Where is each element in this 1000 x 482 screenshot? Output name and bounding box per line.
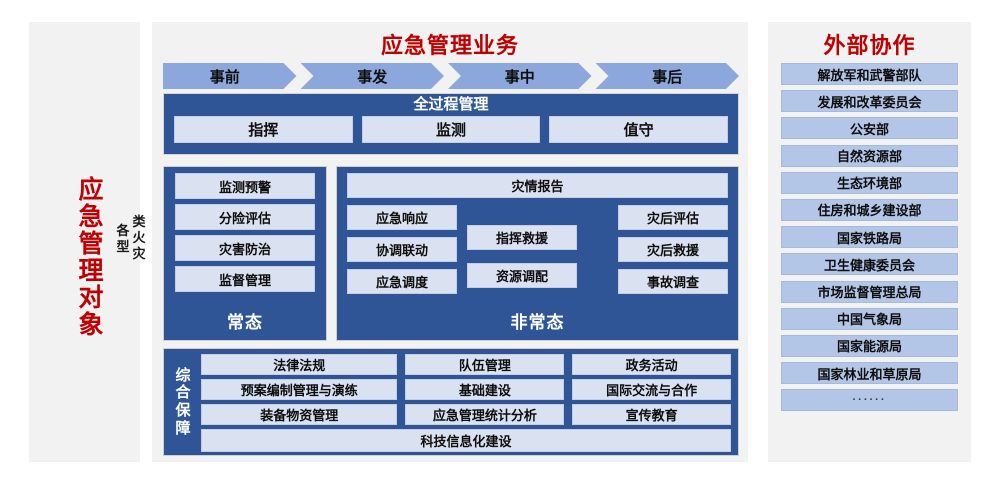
support-item-infrastructure[interactable]: 基础建设 bbox=[405, 379, 565, 400]
abnormal-column-2: 指挥救援 资源调配 bbox=[467, 218, 577, 294]
disaster-type-char: 类 bbox=[132, 214, 146, 229]
abnormal-item-resource-allocation[interactable]: 资源调配 bbox=[467, 262, 577, 288]
abnormal-item-accident-investigation[interactable]: 事故调查 bbox=[618, 269, 728, 294]
abnormal-state-block: 灾情报告 应急响应 协调联动 应急调度 指挥救援 资源调配 灾后评估 灾后救援 … bbox=[336, 166, 739, 341]
normal-item-supervision[interactable]: 监督管理 bbox=[175, 266, 315, 292]
emergency-business-title: 应急管理业务 bbox=[380, 33, 519, 58]
abnormal-item-coordination[interactable]: 协调联动 bbox=[347, 237, 457, 262]
phase-label: 事发 bbox=[357, 68, 388, 86]
support-item-international-cooperation[interactable]: 国际交流与合作 bbox=[572, 379, 732, 400]
support-item-equipment-materials[interactable]: 装备物资管理 bbox=[201, 404, 398, 425]
disaster-type-char: 各 bbox=[116, 223, 130, 238]
phase-chevron-onset[interactable]: 事发 bbox=[301, 63, 445, 89]
ext-item-pla-armed-police[interactable]: 解放军和武警部队 bbox=[781, 63, 958, 85]
ext-item-forestry-grassland[interactable]: 国家林业和草原局 bbox=[781, 362, 958, 385]
ext-item-energy-administration[interactable]: 国家能源局 bbox=[781, 334, 958, 357]
abnormal-top-row: 灾情报告 bbox=[347, 173, 728, 198]
phase-label: 事中 bbox=[504, 68, 535, 86]
subject-title-char: 急 bbox=[78, 203, 104, 231]
phase-chevron-after[interactable]: 事后 bbox=[596, 63, 740, 89]
disaster-type-label: 类 火 灾 各 型 bbox=[115, 214, 147, 262]
abnormal-state-label: 非常态 bbox=[510, 313, 565, 332]
normal-item-monitoring-warning[interactable]: 监测预警 bbox=[175, 173, 315, 199]
support-row: 预案编制管理与演练 基础建设 国际交流与合作 bbox=[201, 379, 732, 400]
emergency-subject-title: 应 急 管 理 对 象 bbox=[71, 177, 111, 339]
support-label-char: 保 bbox=[175, 402, 191, 419]
disaster-type-col-left: 各 型 bbox=[115, 214, 131, 262]
external-collaboration-title: 外部协作 bbox=[823, 33, 916, 58]
comprehensive-support-grid: 法律法规 队伍管理 政务活动 预案编制管理与演练 基础建设 国际交流与合作 装备… bbox=[198, 349, 738, 455]
support-item-statistical-analysis[interactable]: 应急管理统计分析 bbox=[405, 404, 565, 425]
disaster-type-char: 火 bbox=[132, 229, 146, 245]
phase-chevron-before[interactable]: 事前 bbox=[163, 63, 297, 89]
support-item-team-management[interactable]: 队伍管理 bbox=[405, 354, 565, 375]
comprehensive-support-block: 综 合 保 障 法律法规 队伍管理 政务活动 预案编制管理与演练 基础建设 国际… bbox=[163, 348, 739, 456]
ext-item-housing-urban-rural[interactable]: 住房和城乡建设部 bbox=[781, 198, 958, 221]
normal-item-risk-assessment[interactable]: 分险评估 bbox=[175, 204, 315, 230]
ext-item-meteorological[interactable]: 中国气象局 bbox=[781, 307, 958, 330]
subject-title-char: 理 bbox=[78, 257, 104, 285]
support-item-informatization[interactable]: 科技信息化建设 bbox=[201, 429, 731, 452]
abnormal-column-3: 灾后评估 灾后救援 事故调查 bbox=[618, 205, 728, 294]
support-item-plan-drill[interactable]: 预案编制管理与演练 bbox=[201, 379, 398, 400]
abnormal-item-post-assessment[interactable]: 灾后评估 bbox=[618, 205, 728, 230]
phase-label: 事后 bbox=[652, 68, 683, 86]
abnormal-item-disaster-report[interactable]: 灾情报告 bbox=[347, 173, 728, 198]
process-item-duty[interactable]: 值守 bbox=[549, 116, 729, 143]
phase-chevron-during[interactable]: 事中 bbox=[448, 63, 592, 89]
ext-item-railway-administration[interactable]: 国家铁路局 bbox=[781, 226, 958, 249]
disaster-type-col-right: 类 火 灾 bbox=[131, 214, 147, 262]
ext-item-ndrc[interactable]: 发展和改革委员会 bbox=[781, 90, 958, 113]
ext-item-health-commission[interactable]: 卫生健康委员会 bbox=[781, 253, 958, 276]
abnormal-item-emergency-dispatch[interactable]: 应急调度 bbox=[347, 269, 457, 294]
phase-label: 事前 bbox=[209, 68, 240, 86]
ext-item-market-regulation[interactable]: 市场监督管理总局 bbox=[781, 280, 958, 303]
comprehensive-support-label: 综 合 保 障 bbox=[164, 349, 198, 455]
support-item-publicity-education[interactable]: 宣传教育 bbox=[572, 404, 732, 425]
whole-process-header: 全过程管理 bbox=[413, 96, 489, 113]
normal-state-block: 监测预警 分险评估 灾害防治 监督管理 常态 bbox=[163, 166, 327, 341]
support-row: 法律法规 队伍管理 政务活动 bbox=[201, 354, 732, 375]
normal-item-disaster-prevention[interactable]: 灾害防治 bbox=[175, 235, 315, 261]
support-item-laws-regulations[interactable]: 法律法规 bbox=[201, 354, 398, 375]
abnormal-item-emergency-response[interactable]: 应急响应 bbox=[347, 205, 457, 230]
process-item-monitoring[interactable]: 监测 bbox=[361, 116, 541, 143]
support-label-char: 合 bbox=[175, 384, 191, 402]
support-label-char: 障 bbox=[175, 419, 191, 437]
external-collaboration-list: 解放军和武警部队 发展和改革委员会 公安部 自然资源部 生态环境部 住房和城乡建… bbox=[781, 63, 958, 412]
subject-title-char: 对 bbox=[78, 284, 104, 312]
ext-item-public-security[interactable]: 公安部 bbox=[781, 117, 958, 140]
abnormal-item-command-rescue[interactable]: 指挥救援 bbox=[467, 224, 577, 250]
disaster-type-char: 型 bbox=[116, 238, 130, 254]
subject-title-char: 象 bbox=[78, 311, 104, 339]
disaster-type-char: 灾 bbox=[132, 245, 146, 261]
abnormal-column-1: 应急响应 协调联动 应急调度 bbox=[347, 205, 457, 294]
support-row: 装备物资管理 应急管理统计分析 宣传教育 bbox=[201, 404, 732, 425]
emergency-subject-panel: 应 急 管 理 对 象 类 火 灾 各 型 bbox=[29, 22, 146, 462]
subject-title-char: 应 bbox=[78, 176, 104, 204]
ext-item-natural-resources[interactable]: 自然资源部 bbox=[781, 144, 958, 167]
state-row: 监测预警 分险评估 灾害防治 监督管理 常态 灾情报告 应急响应 协调联动 应急… bbox=[163, 166, 739, 341]
support-row-full: 科技信息化建设 bbox=[201, 429, 731, 452]
whole-process-management-block: 全过程管理 指挥 监测 值守 bbox=[163, 93, 739, 155]
normal-state-label: 常态 bbox=[227, 313, 263, 332]
support-label-char: 综 bbox=[175, 366, 191, 384]
abnormal-columns: 应急响应 协调联动 应急调度 指挥救援 资源调配 灾后评估 灾后救援 事故调查 bbox=[347, 205, 728, 294]
ext-item-ecology-environment[interactable]: 生态环境部 bbox=[781, 171, 958, 194]
subject-title-char: 管 bbox=[78, 230, 104, 258]
phase-chevron-row: 事前 事发 事中 事后 bbox=[163, 63, 739, 89]
process-item-command[interactable]: 指挥 bbox=[174, 116, 353, 143]
abnormal-item-post-rescue[interactable]: 灾后救援 bbox=[618, 237, 728, 262]
support-item-government-activities[interactable]: 政务活动 bbox=[572, 354, 732, 375]
whole-process-items: 指挥 监测 值守 bbox=[164, 116, 738, 149]
ext-item-more[interactable]: ······ bbox=[781, 389, 958, 412]
